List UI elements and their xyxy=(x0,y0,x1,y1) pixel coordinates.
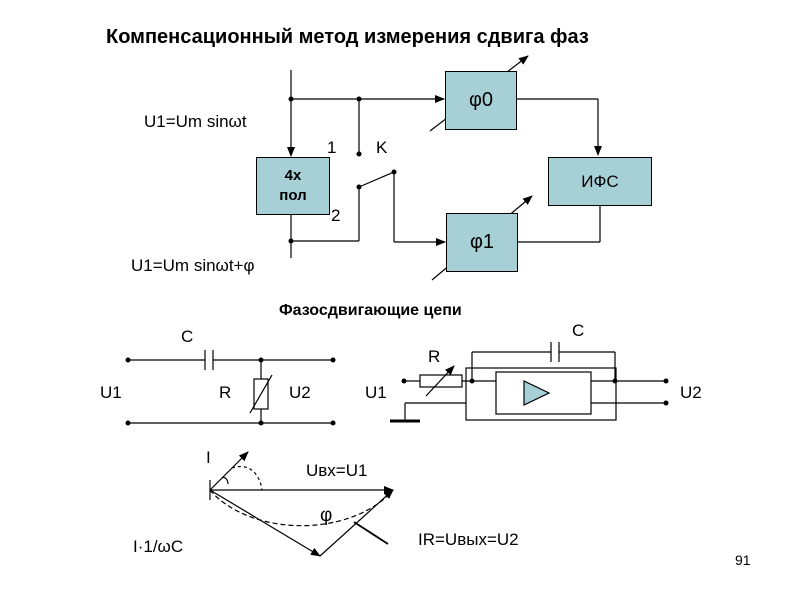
four-pole-line2: пол xyxy=(279,187,307,204)
phi0-label: φ0 xyxy=(468,89,494,111)
rc-input-label: U1 xyxy=(100,383,122,402)
four-pole-block: 4х пол xyxy=(256,157,330,215)
four-pole-line1: 4х xyxy=(284,166,302,184)
ifs-block: ИФС xyxy=(548,157,652,206)
amp-circuit-nodes xyxy=(401,378,669,406)
input-voltage-label: Uвх=U1 xyxy=(306,461,368,480)
amp-output-label: U2 xyxy=(680,383,702,402)
output-voltage-label: IR=Uвых=U2 xyxy=(418,530,519,549)
phi1-block: φ1 xyxy=(446,213,518,272)
amp-input-label: U1 xyxy=(365,383,387,402)
rc-output-label: U2 xyxy=(289,383,311,402)
page-number: 91 xyxy=(735,552,751,568)
amplifier-triangle xyxy=(523,380,551,406)
current-vector-label: I xyxy=(206,448,211,467)
slide-subtitle: Фазосдвигающие цепи xyxy=(279,302,462,319)
amp-capacitor-label: C xyxy=(572,321,585,340)
rc-circuit xyxy=(128,350,333,424)
amp-resistor-label: R xyxy=(428,347,441,366)
block-diagram-nodes xyxy=(288,96,397,244)
vector-diagram xyxy=(209,451,394,557)
amp-circuit xyxy=(390,342,666,423)
phase-angle-label: φ xyxy=(320,505,333,526)
phi0-block: φ0 xyxy=(445,71,517,130)
rc-resistor-label: R xyxy=(219,383,232,402)
capacitor-voltage-label: I·1/ωC xyxy=(133,537,184,556)
ifs-label: ИФС xyxy=(581,171,619,191)
switch-label: K xyxy=(376,138,388,157)
output-signal-label: U1=Um sinωt+φ xyxy=(131,256,255,275)
switch-position-2: 2 xyxy=(331,206,341,225)
input-signal-label: U1=Um sinωt xyxy=(144,112,247,131)
rc-capacitor-label: C xyxy=(181,327,194,346)
rc-circuit-nodes xyxy=(125,357,336,426)
phi1-label: φ1 xyxy=(469,231,495,253)
switch-position-1: 1 xyxy=(327,138,337,157)
slide-title: Компенсационный метод измерения сдвига ф… xyxy=(106,26,589,48)
